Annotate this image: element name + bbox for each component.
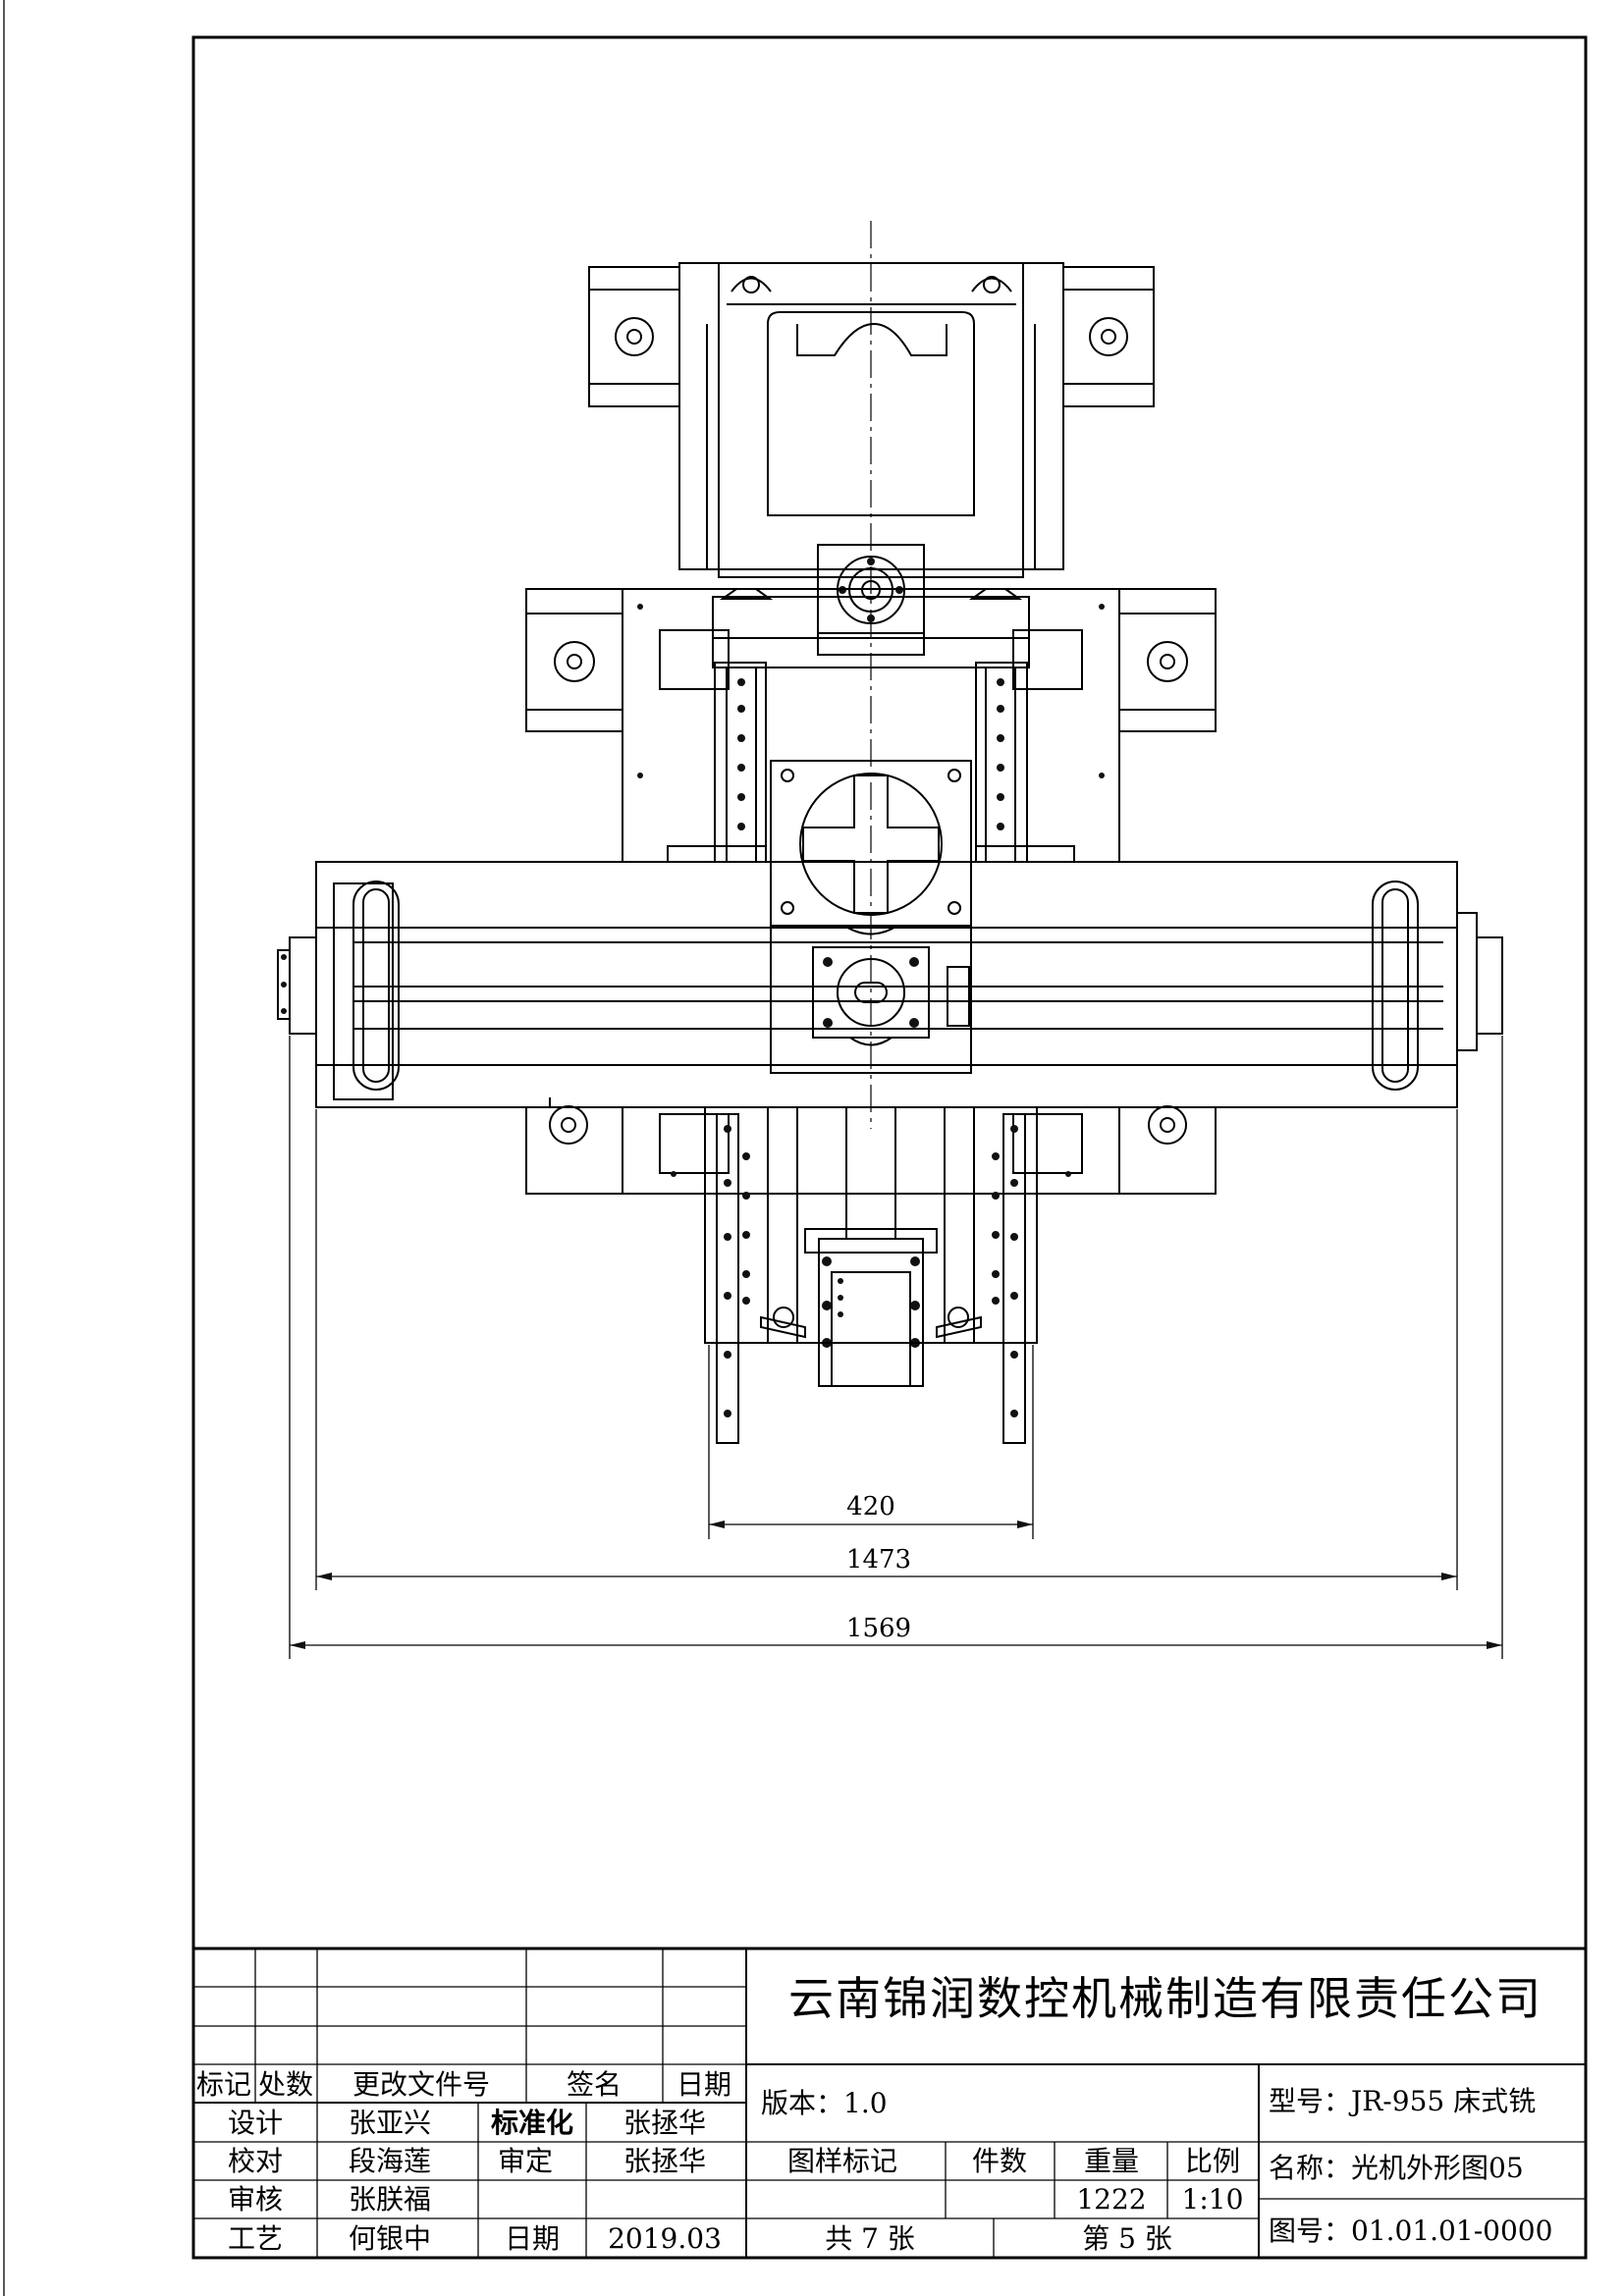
rev-header-date: 日期 bbox=[677, 2068, 731, 2101]
date-label: 日期 bbox=[505, 2222, 560, 2255]
lower-bearing-block bbox=[812, 925, 930, 1046]
bottom-right-mount-foot bbox=[1118, 1105, 1217, 1195]
weight-label: 重量 bbox=[1084, 2145, 1139, 2177]
title-block: 云南锦润数控机械制造有限责任公司 标记 处数 更改文件号 签名 日期 设计 张亚… bbox=[191, 1947, 1588, 2260]
standardization-label: 标准化 bbox=[491, 2107, 573, 2139]
dimension-1569: 1569 bbox=[289, 1036, 1503, 1659]
rev-header-mark: 标记 bbox=[196, 2068, 251, 2101]
worktable-beam bbox=[277, 861, 1503, 1108]
approve-label: 审定 bbox=[498, 2145, 553, 2177]
rev-header-doc-no: 更改文件号 bbox=[352, 2068, 490, 2101]
lower-drive-assembly bbox=[752, 1106, 990, 1387]
count-label: 件数 bbox=[972, 2145, 1027, 2177]
version-text: 版本：1.0 bbox=[761, 2087, 888, 2119]
scale-value: 1:10 bbox=[1182, 2183, 1244, 2216]
company-name: 云南锦润数控机械制造有限责任公司 bbox=[788, 1972, 1543, 2025]
lower-right-linear-guide bbox=[973, 1106, 1038, 1444]
top-left-mount-foot bbox=[588, 266, 680, 407]
rev-header-count: 处数 bbox=[258, 2068, 313, 2101]
weight-value: 1222 bbox=[1076, 2183, 1146, 2216]
check-label: 校对 bbox=[228, 2145, 283, 2177]
dimension-420-label: 420 bbox=[846, 1492, 895, 1522]
dimension-1473: 1473 bbox=[315, 1109, 1458, 1590]
dimension-1473-label: 1473 bbox=[846, 1545, 911, 1575]
process-label: 工艺 bbox=[228, 2222, 283, 2255]
mid-left-mount-foot bbox=[525, 588, 623, 732]
process-person-name: 何银中 bbox=[349, 2222, 431, 2255]
sheet-number: 第 5 张 bbox=[1082, 2222, 1172, 2255]
top-right-mount-foot bbox=[1062, 266, 1155, 407]
dimension-1569-label: 1569 bbox=[846, 1614, 911, 1643]
sample-mark-label: 图样标记 bbox=[787, 2145, 897, 2177]
design-label: 设计 bbox=[228, 2107, 283, 2139]
checker-name: 段海莲 bbox=[349, 2145, 431, 2177]
machine-outline bbox=[277, 221, 1503, 1444]
model-text: 型号：JR-955 床式铣 bbox=[1269, 2085, 1536, 2117]
total-sheets: 共 7 张 bbox=[825, 2222, 915, 2255]
central-carriage-plate bbox=[770, 760, 972, 1074]
mid-right-mount-foot bbox=[1118, 588, 1217, 732]
standardizer-name: 张拯华 bbox=[623, 2107, 706, 2139]
lower-left-linear-guide bbox=[704, 1106, 769, 1444]
drawing-frame bbox=[191, 35, 1588, 2260]
drawing-number-text: 图号：01.01.01-0000 bbox=[1269, 2215, 1552, 2247]
part-name-text: 名称：光机外形图05 bbox=[1269, 2152, 1524, 2184]
reviewer-name: 张朕福 bbox=[349, 2183, 431, 2216]
review-label: 审核 bbox=[228, 2183, 283, 2216]
drawing-date: 2019.03 bbox=[608, 2222, 722, 2255]
upper-right-linear-guide bbox=[975, 662, 1075, 863]
designer-name: 张亚兴 bbox=[349, 2107, 431, 2139]
upper-left-linear-guide bbox=[667, 662, 767, 863]
bottom-left-mount-foot bbox=[525, 1097, 623, 1195]
approver-name: 张拯华 bbox=[623, 2145, 706, 2177]
scale-label: 比例 bbox=[1185, 2145, 1240, 2177]
dimension-420: 420 bbox=[708, 1345, 1034, 1539]
rev-header-signature: 签名 bbox=[567, 2068, 622, 2101]
